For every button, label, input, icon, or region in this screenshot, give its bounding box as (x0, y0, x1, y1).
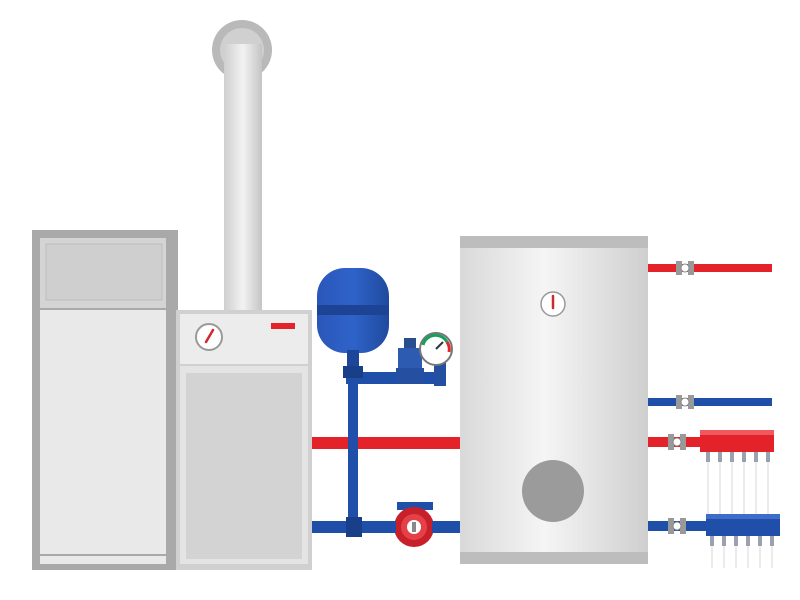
ball-valve-icon (676, 261, 694, 275)
boiler-indicator-light (271, 323, 295, 329)
expansion-tank (317, 268, 389, 378)
cold-outlet-pipe (648, 395, 772, 409)
thermometer-icon (540, 291, 566, 317)
boiler-cabinet (32, 230, 178, 570)
hot-supply-pipe (312, 437, 460, 449)
cold-return-pipe (312, 366, 460, 537)
ball-valve-icon (676, 395, 694, 409)
hot-water-storage-tank (460, 236, 648, 564)
ball-valve-icon (668, 518, 686, 534)
return-manifold (648, 514, 780, 568)
pump-icon (388, 502, 440, 547)
chimney-flue (212, 20, 272, 314)
pressure-gauge-icon (419, 332, 453, 366)
safety-group (396, 338, 446, 386)
boiler (176, 310, 312, 570)
supply-manifold (648, 430, 774, 520)
thermometer-icon (195, 323, 223, 351)
ball-valve-icon (668, 434, 686, 450)
hot-outlet-pipe-top (648, 261, 772, 275)
